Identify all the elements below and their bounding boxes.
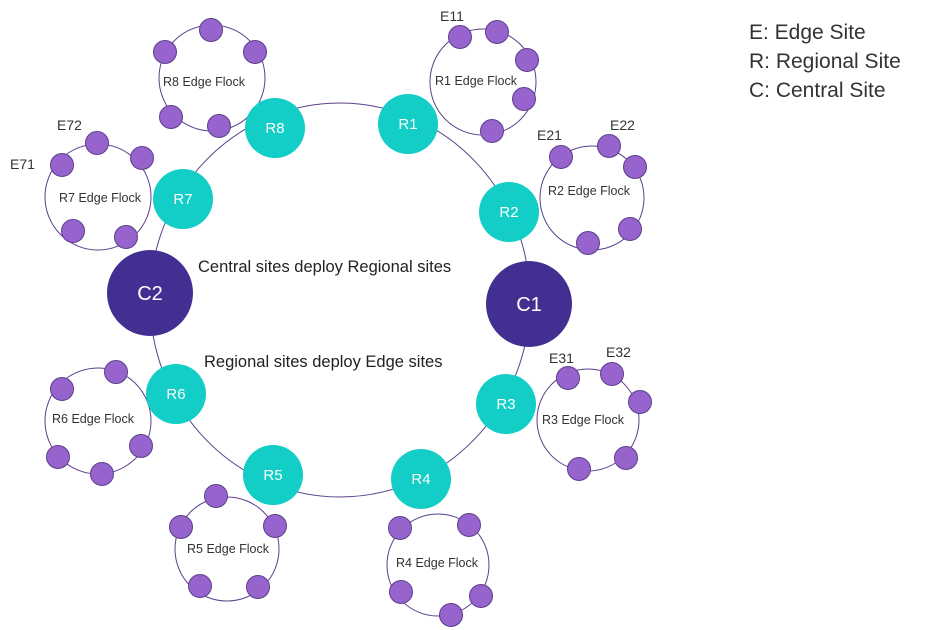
edge-flock-r7: R7 Edge Flock [44,131,154,251]
edge-node [159,105,183,129]
edge-flock-r2: R2 Edge Flock [539,134,647,255]
edge-node [50,153,74,177]
regional-site-r5: R5 [243,445,303,505]
edge-node [439,603,463,627]
edge-node [243,40,267,64]
edge-tag-e31: E31 [549,350,574,366]
edge-node [130,146,154,170]
edge-flock-r1: R1 Edge Flock [429,20,539,143]
edge-node [600,362,624,386]
edge-node [85,131,109,155]
regional-site-r7: R7 [153,169,213,229]
edge-tag-e22: E22 [610,117,635,133]
central-label-c2: C2 [137,283,163,305]
edge-node [485,20,509,44]
edge-node [204,484,228,508]
central-site-c1: C1 [486,261,572,347]
edge-node [576,231,600,255]
regional-label-r6: R6 [166,386,185,403]
edge-node [46,445,70,469]
central-label-c1: C1 [516,294,542,316]
regional-site-r2: R2 [479,182,539,242]
edge-node [389,580,413,604]
edge-flock-r6: R6 Edge Flock [44,360,153,486]
edge-node [618,217,642,241]
main-ring [149,102,531,498]
legend-edge: E: Edge Site [749,21,866,44]
central-site-c2: C2 [107,250,193,336]
edge-flock-r3: R3 Edge Flock [536,362,652,481]
regional-site-r1: R1 [378,94,438,154]
edge-node [61,219,85,243]
legend-regional: R: Regional Site [749,50,901,73]
regional-site-r8: R8 [245,98,305,158]
regional-label-r2: R2 [499,204,518,221]
regional-label-r7: R7 [173,191,192,208]
edge-node [188,574,212,598]
edge-node [90,462,114,486]
flock-label-r2: R2 Edge Flock [548,184,631,198]
edge-node [597,134,621,158]
edge-tag-e11: E11 [440,8,464,24]
edge-flock-r5: R5 Edge Flock [169,484,287,602]
edge-node [388,516,412,540]
edge-tag-e71: E71 [10,156,35,172]
flock-label-r4: R4 Edge Flock [396,556,479,570]
edge-node [50,377,74,401]
caption-central-deploy: Central sites deploy Regional sites [198,258,451,276]
edge-tag-e72: E72 [57,117,82,133]
flock-label-r1: R1 Edge Flock [435,74,518,88]
legend: E: Edge Site R: Regional Site C: Central… [749,21,901,102]
edge-node [246,575,270,599]
edge-flock-r4: R4 Edge Flock [386,513,493,627]
edge-node [567,457,591,481]
flock-label-r8: R8 Edge Flock [163,75,246,89]
edge-node [169,515,193,539]
legend-central: C: Central Site [749,79,886,102]
flock-label-r6: R6 Edge Flock [52,412,135,426]
edge-tag-e32: E32 [606,344,631,360]
flock-label-r3: R3 Edge Flock [542,413,625,427]
edge-node [515,48,539,72]
flock-label-r5: R5 Edge Flock [187,542,270,556]
edge-node [614,446,638,470]
edge-node [114,225,138,249]
edge-node [199,18,223,42]
edge-node [628,390,652,414]
flock-label-r7: R7 Edge Flock [59,191,142,205]
edge-node [480,119,504,143]
edge-flock-r8: R8 Edge Flock [153,18,267,138]
regional-site-r3: R3 [476,374,536,434]
edge-node [512,87,536,111]
regional-label-r5: R5 [263,467,282,484]
edge-node [457,513,481,537]
caption-regional-deploy: Regional sites deploy Edge sites [204,353,442,371]
edge-node [623,155,647,179]
regional-label-r8: R8 [265,120,284,137]
regional-site-r4: R4 [391,449,451,509]
edge-node [153,40,177,64]
edge-tag-e21: E21 [537,127,562,143]
edge-node [556,366,580,390]
edge-node [549,145,573,169]
edge-node [207,114,231,138]
edge-node [469,584,493,608]
regional-label-r1: R1 [398,116,417,133]
edge-node [263,514,287,538]
regional-site-r6: R6 [146,364,206,424]
regional-label-r4: R4 [411,471,430,488]
edge-node [448,25,472,49]
regional-label-r3: R3 [496,396,515,413]
edge-node [104,360,128,384]
edge-node [129,434,153,458]
